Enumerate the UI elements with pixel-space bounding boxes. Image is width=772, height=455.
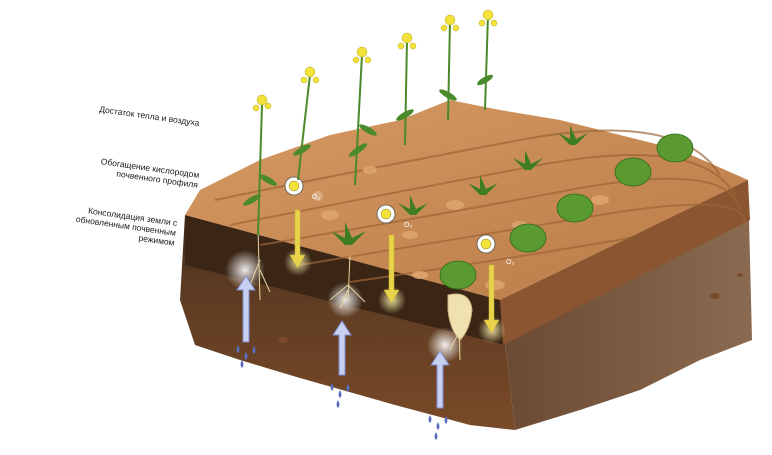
seedlings bbox=[331, 125, 588, 245]
sun-flower-icon bbox=[284, 176, 304, 196]
water-drop-icon bbox=[330, 383, 350, 408]
soil-clods bbox=[321, 166, 609, 290]
plant-leaves bbox=[243, 74, 493, 206]
soil-right-topband bbox=[500, 180, 750, 345]
roots bbox=[249, 229, 461, 361]
glow-left bbox=[225, 250, 265, 290]
glow-right bbox=[427, 327, 463, 363]
o2-label: O₂ bbox=[312, 194, 320, 201]
consolidation-arrows bbox=[236, 275, 450, 409]
soil-top-face bbox=[185, 100, 748, 300]
yellow-flower-icon bbox=[252, 9, 498, 112]
oxygen-arrow-left bbox=[289, 209, 306, 269]
flowering-plants bbox=[257, 14, 489, 236]
o2-label: O₂ bbox=[506, 259, 514, 266]
o2-label: O₂ bbox=[404, 222, 412, 229]
oxygen-arrows bbox=[289, 209, 500, 334]
oxygen-arrow-middle bbox=[383, 234, 400, 304]
up-arrow-right bbox=[430, 350, 450, 409]
oxygen-molecule-icon: O₂ O₂ O₂ bbox=[312, 191, 514, 266]
up-arrow-middle bbox=[332, 320, 352, 376]
oxygen-arrow-right bbox=[483, 264, 500, 334]
water-drops bbox=[236, 345, 448, 440]
sun-flower-icon bbox=[476, 234, 496, 254]
beet-plants bbox=[439, 133, 694, 290]
water-drop-icon bbox=[236, 345, 256, 368]
pebbles bbox=[278, 273, 743, 343]
sun-flower-icon bbox=[376, 204, 396, 224]
water-drop-icon bbox=[428, 415, 448, 440]
soil-dark-layer bbox=[185, 215, 505, 345]
beet-root bbox=[447, 293, 473, 341]
up-arrow-left bbox=[236, 275, 256, 343]
